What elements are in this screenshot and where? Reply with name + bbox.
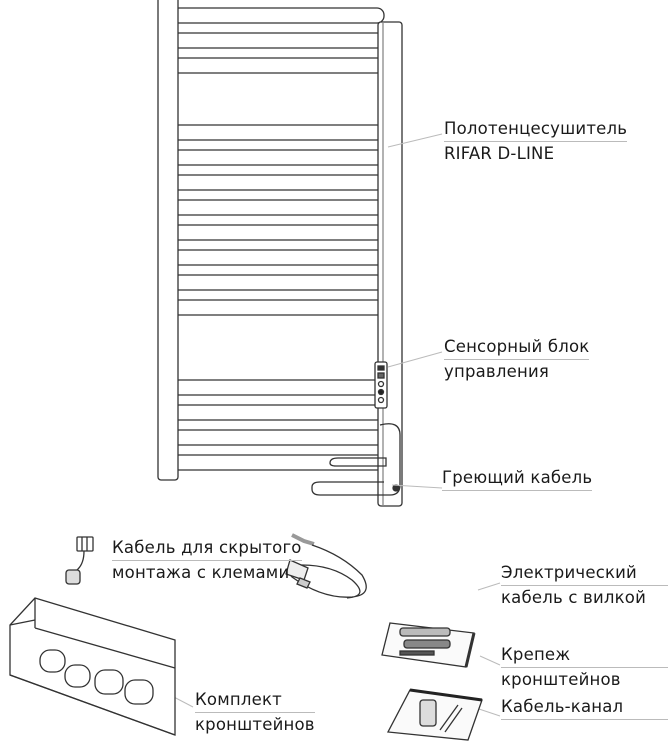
label-line: кабель с вилкой [501,588,647,607]
label-line: управления [444,362,549,381]
label-line: Кабель для скрытого [112,536,302,561]
label-line: RIFAR D-LINE [444,144,555,163]
towel-warmer-bar [171,429,385,446]
towel-warmer-bar [171,379,385,396]
label-bracket-set: Комплект кронштейнов [195,688,315,736]
label-line: кронштейнов [501,670,621,689]
label-line: монтажа с клемами [112,563,290,582]
left-rail [157,0,179,481]
towel-warmer-illustration [171,7,385,471]
bracket-set-box-icon [9,597,176,736]
control-unit-icon [374,361,388,409]
towel-warmer-bar [171,7,385,24]
label-line: кронштейнов [195,715,315,734]
towel-warmer-bar [171,124,385,141]
label-heating-cable: Греющий кабель [442,466,593,491]
label-line: Электрический [501,561,668,586]
label-line: Полотенцесушитель [444,117,628,142]
label-cable-channel: Кабель-канал [501,695,668,720]
towel-warmer-bar [171,299,385,316]
label-line: Греющий кабель [442,466,593,491]
label-fasteners: Крепеж кронштейнов [501,643,668,691]
towel-warmer-bar [171,199,385,216]
label-electric-cable: Электрический кабель с вилкой [501,561,668,609]
towel-warmer-bar [171,224,385,241]
electric-cable-icon [285,533,367,599]
towel-warmer-bar [171,174,385,191]
label-control-unit: Сенсорный блок управления [444,335,590,383]
towel-warmer-bar [171,454,385,471]
towel-warmer-bar [171,274,385,291]
towel-warmer-bar [171,149,385,166]
right-rail [377,21,403,507]
towel-warmer-bar [171,404,385,421]
towel-warmer-bar [171,32,385,49]
towel-warmer-bar [171,57,385,74]
hidden-cable-icon [65,536,94,585]
label-line: Крепеж [501,643,668,668]
label-line: Сенсорный блок [444,335,590,360]
cable-channel-bag-icon [386,688,483,741]
label-line: Комплект [195,688,315,713]
label-line: Кабель-канал [501,695,668,720]
label-hidden-cable: Кабель для скрытого монтажа с клемами [112,536,302,584]
towel-warmer-bar [171,249,385,266]
label-towel-warmer: Полотенцесушитель RIFAR D-LINE [444,117,628,165]
fasteners-bag-icon [381,622,476,668]
